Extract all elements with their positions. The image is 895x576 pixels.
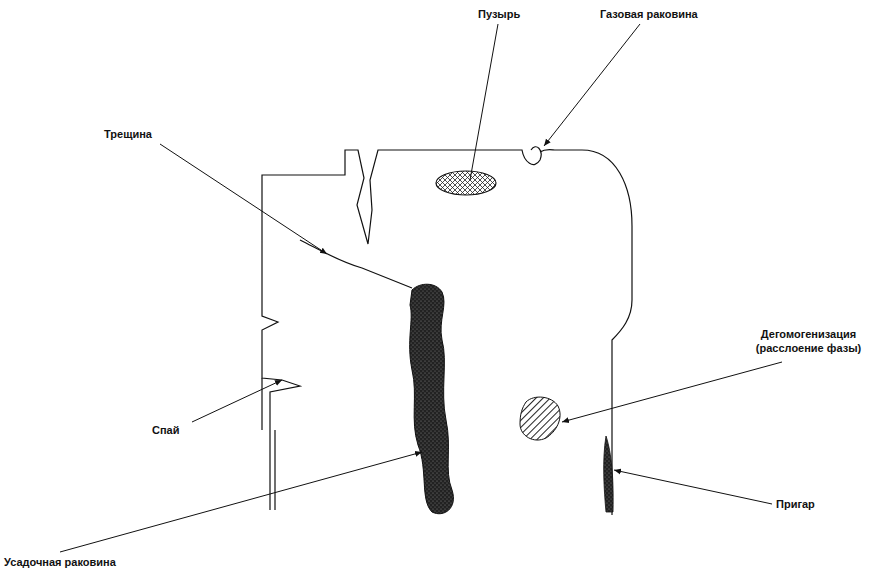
casting-outline: [262, 147, 632, 515]
shrinkage-cavity: [410, 284, 454, 514]
leader-lines: [60, 24, 782, 552]
defect-label: Трещина: [104, 128, 152, 142]
burn-on: [604, 436, 613, 512]
dehomogenization: [520, 397, 560, 440]
leader-line: [160, 144, 327, 254]
defect-label: Газовая раковина: [600, 8, 698, 22]
defect-label: Дегомогенизация (расслоение фазы): [726, 328, 891, 356]
leader-line: [60, 452, 422, 552]
bubble: [436, 171, 496, 195]
leader-line: [544, 24, 640, 146]
defect-label: Пузырь: [478, 8, 520, 22]
defect-label: Спай: [152, 424, 179, 438]
leader-line: [562, 362, 782, 422]
defect-label: Пригар: [776, 498, 815, 512]
leader-line: [192, 380, 282, 422]
leader-line: [614, 470, 772, 504]
defect-label: Усадочная раковина: [4, 556, 116, 570]
leader-line: [470, 24, 498, 180]
